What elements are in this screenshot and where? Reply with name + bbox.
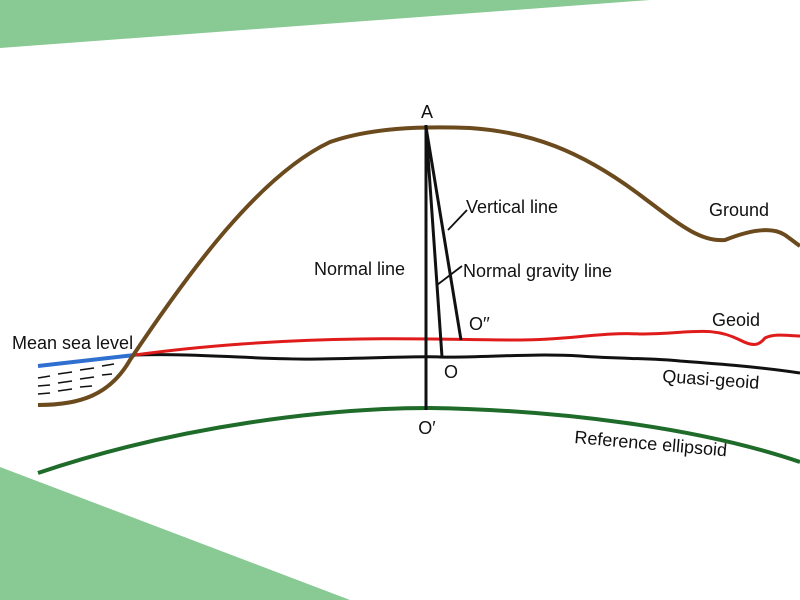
bottom-decor-band <box>0 467 350 600</box>
normal-line-label: Normal line <box>314 259 405 279</box>
reference-ellipsoid-curve <box>37 405 800 475</box>
vertical-line <box>424 126 463 341</box>
mean-sea-level-label: Mean sea level <box>12 333 133 353</box>
normal-gravity-line-pointer-icon <box>436 265 463 286</box>
mean-sea-level-line <box>37 353 136 368</box>
point-a-label: A <box>421 102 433 122</box>
water-hatch-icon <box>37 363 115 395</box>
geoid-curve <box>134 329 800 357</box>
top-decor-band <box>0 0 650 48</box>
point-o-double-prime-label: O′′ <box>469 314 490 334</box>
normal-gravity-line <box>424 126 444 358</box>
geoid-label: Geoid <box>712 310 760 330</box>
vertical-line-pointer-icon <box>447 209 468 231</box>
quasi-geoid-label: Quasi-geoid <box>662 366 760 393</box>
ground-curve <box>37 125 800 407</box>
reference-ellipsoid-label: Reference ellipsoid <box>574 427 728 460</box>
ground-label: Ground <box>709 200 769 220</box>
vertical-line-label: Vertical line <box>466 197 558 217</box>
normal-gravity-line-label: Normal gravity line <box>463 261 612 281</box>
point-o-prime-label: O′ <box>418 418 436 438</box>
point-o-label: O <box>444 362 458 382</box>
quasi-geoid-curve <box>134 353 800 375</box>
